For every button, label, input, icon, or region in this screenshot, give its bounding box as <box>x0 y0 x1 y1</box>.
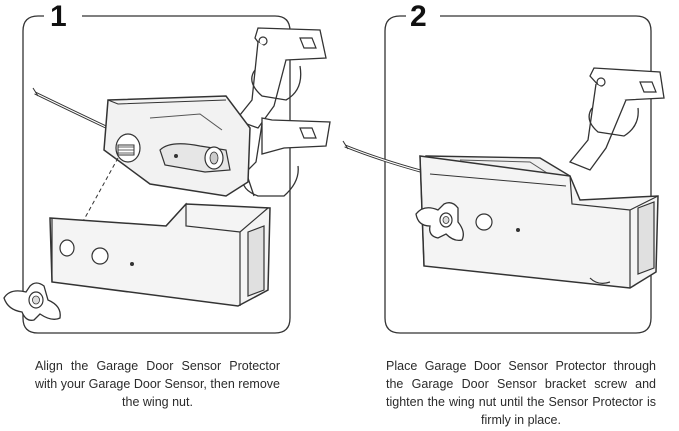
step-1-number: 1 <box>50 0 67 33</box>
step-2-illustration <box>342 15 665 334</box>
step-2-caption: Place Garage Door Sensor Protector throu… <box>386 359 656 427</box>
step-2-number: 2 <box>410 0 427 33</box>
step-1-caption: Align the Garage Door Sensor Protector w… <box>35 359 280 409</box>
step-1-illustration <box>3 15 331 334</box>
step-2-panel: 2 <box>340 0 679 340</box>
step-1-panel: 1 <box>0 0 340 340</box>
